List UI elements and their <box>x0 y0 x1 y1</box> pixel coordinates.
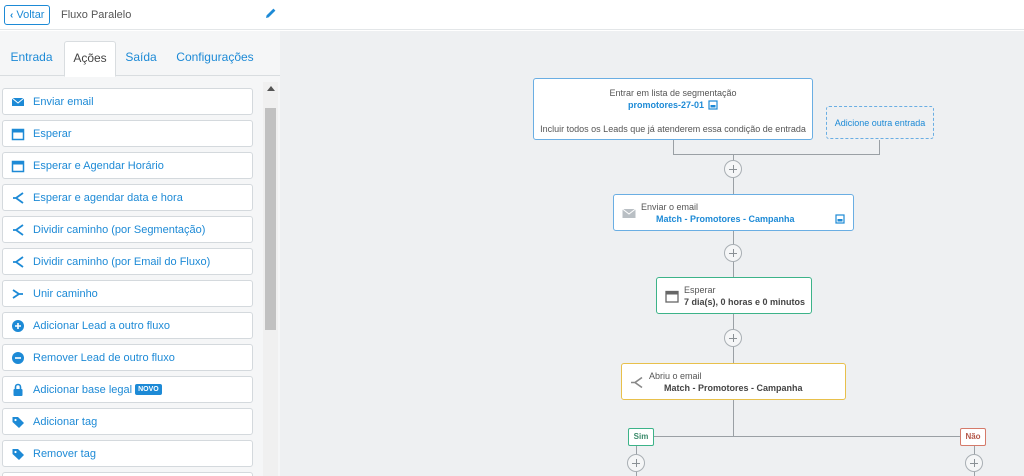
scroll-thumb[interactable] <box>265 108 276 330</box>
action-label: Remover Lead de outro fluxo <box>33 351 175 364</box>
top-bar: ‹ Voltar Fluxo Paralelo <box>0 0 1024 30</box>
entry-description: Incluir todos os Leads que já atenderem … <box>540 124 806 134</box>
tab-bar: Entrada Ações Saída Configurações <box>0 31 280 77</box>
connector-line <box>654 436 960 437</box>
action-esperar[interactable]: Esperar <box>2 120 253 147</box>
node-value: Match - Promotores - Campanha <box>664 383 803 393</box>
calendar-icon <box>11 160 25 172</box>
plus-circle-icon <box>12 319 24 332</box>
tab-configuracoes[interactable]: Configurações <box>176 50 254 64</box>
tag-icon <box>12 416 24 428</box>
action-unir-caminho[interactable]: Unir caminho <box>2 280 253 307</box>
merge-icon <box>12 288 23 299</box>
action-esperar-agendar-horario[interactable]: Esperar e Agendar Horário <box>2 152 253 179</box>
connector-line <box>673 154 880 155</box>
action-label: Dividir caminho (por Email do Fluxo) <box>33 255 211 268</box>
left-panel: Entrada Ações Saída Configurações Enviar… <box>0 31 280 476</box>
flow-name-text: Fluxo Paralelo <box>61 9 132 21</box>
entry-title: Entrar em lista de segmentação <box>609 88 737 98</box>
minus-circle-icon <box>12 351 24 364</box>
action-remover-lead-fluxo[interactable]: Remover Lead de outro fluxo <box>2 344 253 371</box>
action-esperar-agendar-data-hora[interactable]: Esperar e agendar data e hora <box>2 184 253 211</box>
tag-icon <box>12 448 24 460</box>
actions-scrollbar[interactable] <box>263 82 278 476</box>
action-label: Dividir caminho (por Segmentação) <box>33 223 206 236</box>
action-label: Unir caminho <box>33 287 98 300</box>
action-label: Adicionar tag <box>33 415 98 428</box>
back-button[interactable]: ‹ Voltar <box>4 5 51 25</box>
send-email-node[interactable]: Enviar o email Match - Promotores - Camp… <box>613 194 854 231</box>
open-link-icon[interactable] <box>835 214 845 224</box>
node-value: Match - Promotores - Campanha <box>656 214 795 224</box>
open-link-icon[interactable] <box>708 100 718 110</box>
lock-icon <box>13 383 23 396</box>
actions-list: Enviar email Esperar Esperar e Agendar H… <box>0 86 262 476</box>
add-entry-button[interactable]: Adicione outra entrada <box>826 106 934 139</box>
connector-line <box>733 400 734 436</box>
envelope-icon <box>622 208 636 218</box>
action-item-partial[interactable] <box>2 472 253 476</box>
action-label: Enviar email <box>33 95 94 108</box>
wait-node[interactable]: Esperar 7 dia(s), 0 horas e 0 minutos <box>656 277 812 314</box>
split-icon <box>631 376 643 389</box>
action-label: Remover tag <box>33 447 96 460</box>
envelope-icon <box>11 97 25 106</box>
add-step-plus-icon[interactable] <box>627 454 645 472</box>
calendar-icon <box>665 290 679 303</box>
opened-email-node[interactable]: Abriu o email Match - Promotores - Campa… <box>621 363 846 400</box>
node-value: 7 dia(s), 0 horas e 0 minutos <box>684 297 806 307</box>
node-title: Esperar <box>684 285 716 295</box>
action-label: Adicionar Lead a outro fluxo <box>33 319 170 332</box>
connector-line <box>673 140 674 154</box>
chevron-left-icon: ‹ <box>10 9 14 21</box>
action-adicionar-base-legal[interactable]: Adicionar base legal NOVO <box>2 376 253 403</box>
split-icon <box>13 223 24 236</box>
pencil-icon[interactable] <box>264 6 278 20</box>
add-step-plus-icon[interactable] <box>965 454 983 472</box>
tab-saida[interactable]: Saída <box>125 50 157 64</box>
action-label: Esperar <box>33 127 72 140</box>
branch-yes-label: Sim <box>628 428 654 446</box>
add-step-plus-icon[interactable] <box>724 329 742 347</box>
node-title: Abriu o email <box>649 371 702 381</box>
flow-name-field[interactable]: Fluxo Paralelo <box>60 5 278 25</box>
tab-entrada[interactable]: Entrada <box>10 50 53 64</box>
entry-node[interactable]: Entrar em lista de segmentação promotore… <box>533 78 813 140</box>
flow-canvas[interactable]: Entrar em lista de segmentação promotore… <box>280 31 1024 476</box>
scroll-up-arrow-icon[interactable] <box>267 86 275 91</box>
connector-line <box>879 140 880 154</box>
tab-acoes[interactable]: Ações <box>64 41 116 77</box>
action-label: Esperar e Agendar Horário <box>33 159 164 172</box>
calendar-icon <box>11 128 25 140</box>
action-dividir-email-fluxo[interactable]: Dividir caminho (por Email do Fluxo) <box>2 248 253 275</box>
back-button-label: Voltar <box>16 9 45 21</box>
action-label: Adicionar base legal <box>33 383 133 396</box>
node-title: Enviar o email <box>641 202 699 212</box>
action-remover-tag[interactable]: Remover tag <box>2 440 253 467</box>
action-adicionar-lead-fluxo[interactable]: Adicionar Lead a outro fluxo <box>2 312 253 339</box>
action-label: Esperar e agendar data e hora <box>33 191 183 204</box>
add-step-plus-icon[interactable] <box>724 244 742 262</box>
split-icon <box>13 255 24 268</box>
add-step-plus-icon[interactable] <box>724 160 742 178</box>
entry-list-name: promotores-27-01 <box>627 100 705 110</box>
split-icon <box>13 191 24 204</box>
action-adicionar-tag[interactable]: Adicionar tag <box>2 408 253 435</box>
entry-list[interactable]: promotores-27-01 <box>628 100 718 110</box>
action-dividir-segmentacao[interactable]: Dividir caminho (por Segmentação) <box>2 216 253 243</box>
new-badge: NOVO <box>135 384 162 395</box>
branch-no-label: Não <box>960 428 986 446</box>
action-enviar-email[interactable]: Enviar email <box>2 88 253 115</box>
